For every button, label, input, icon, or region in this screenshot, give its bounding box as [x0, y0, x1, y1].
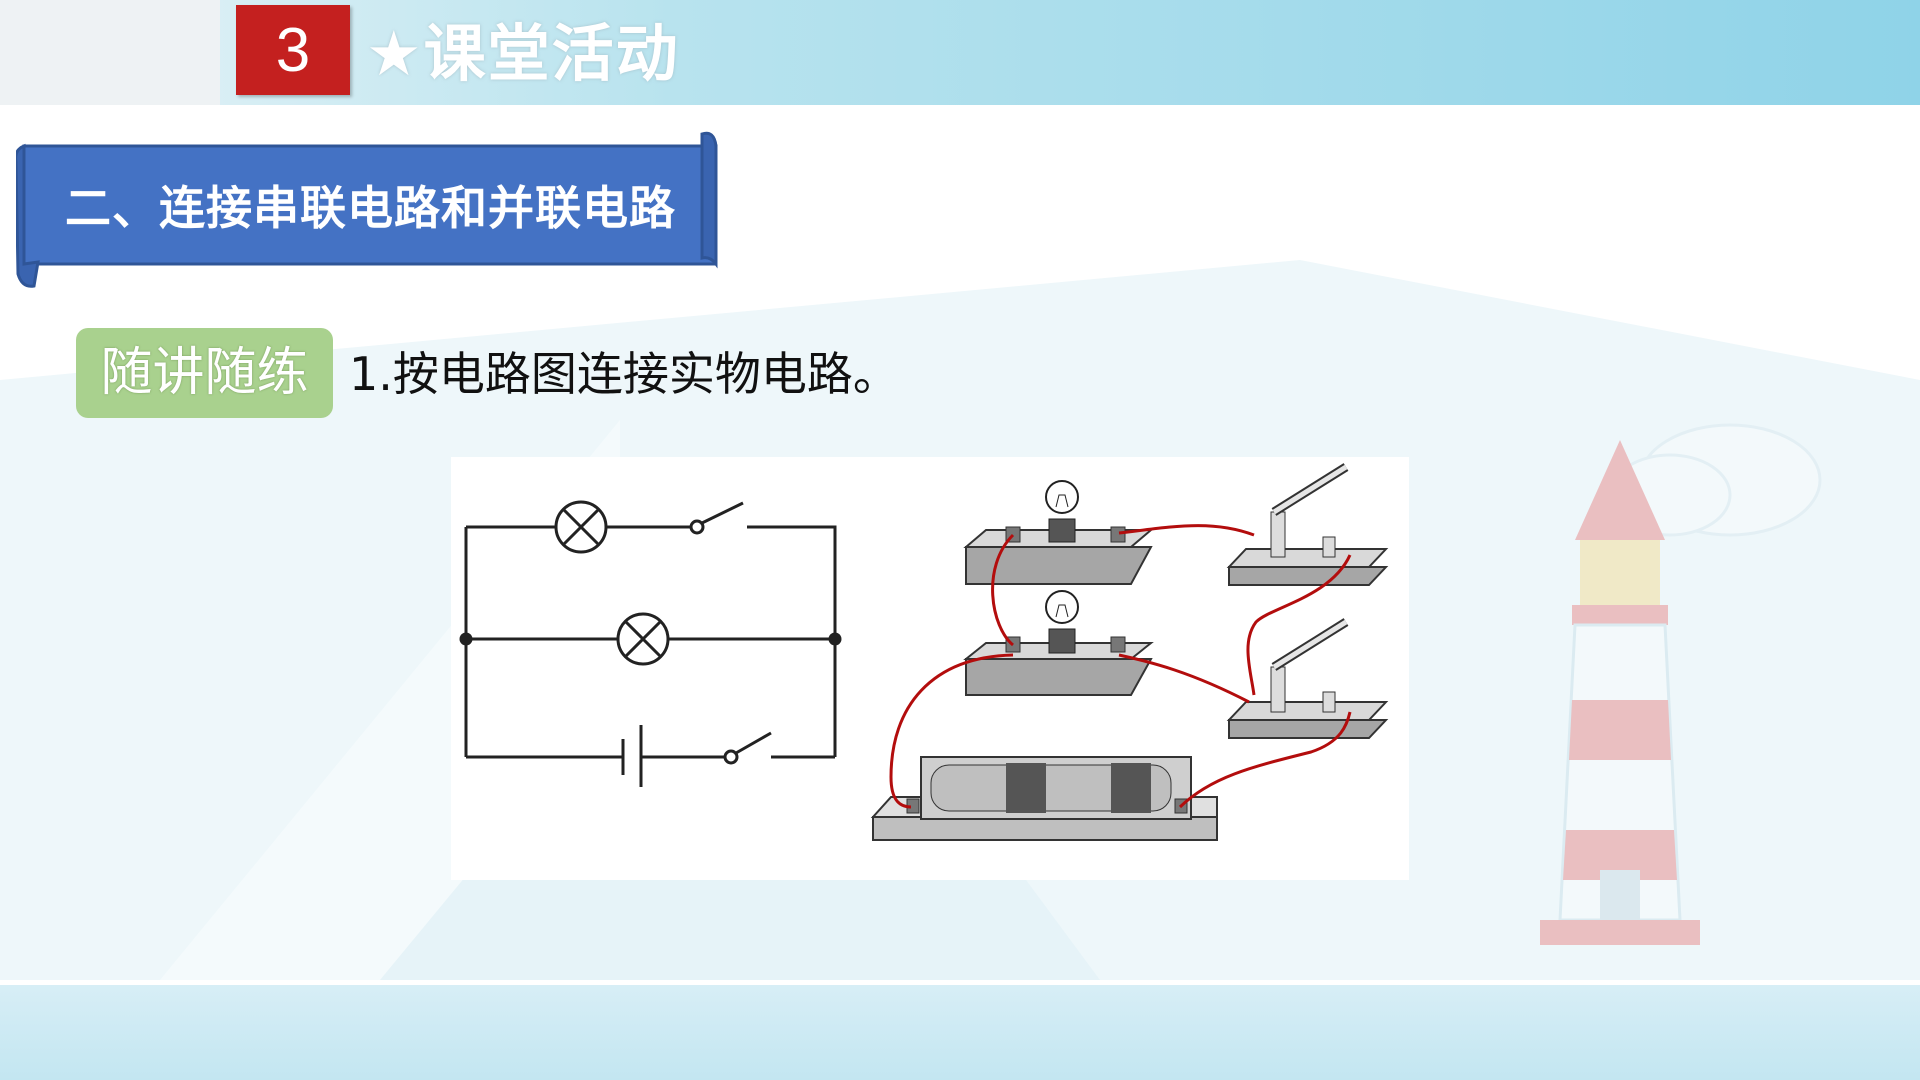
- title-banner: [16, 131, 718, 288]
- practice-tag: 随讲随练: [76, 328, 333, 418]
- section-title: ★课堂活动: [366, 17, 680, 90]
- bulb-icon: [963, 480, 1154, 585]
- switch-symbol-icon: [723, 731, 772, 765]
- question-text: 1.按电路图连接实物电路。: [349, 347, 899, 401]
- banner-title: 二、连接串联电路和并联电路: [65, 181, 676, 235]
- circuit-diagram: [459, 500, 842, 787]
- section-number: 3: [236, 5, 350, 95]
- switch-symbol-icon: [689, 501, 744, 535]
- circuit-figure: [451, 457, 1409, 880]
- wire-connections: [889, 524, 1352, 809]
- battery-box-icon: [870, 756, 1218, 841]
- lighthouse-icon: [1540, 423, 1822, 945]
- physical-circuit: [870, 463, 1389, 841]
- lamp-symbol-icon: [554, 500, 608, 554]
- lamp-symbol-icon: [616, 612, 670, 666]
